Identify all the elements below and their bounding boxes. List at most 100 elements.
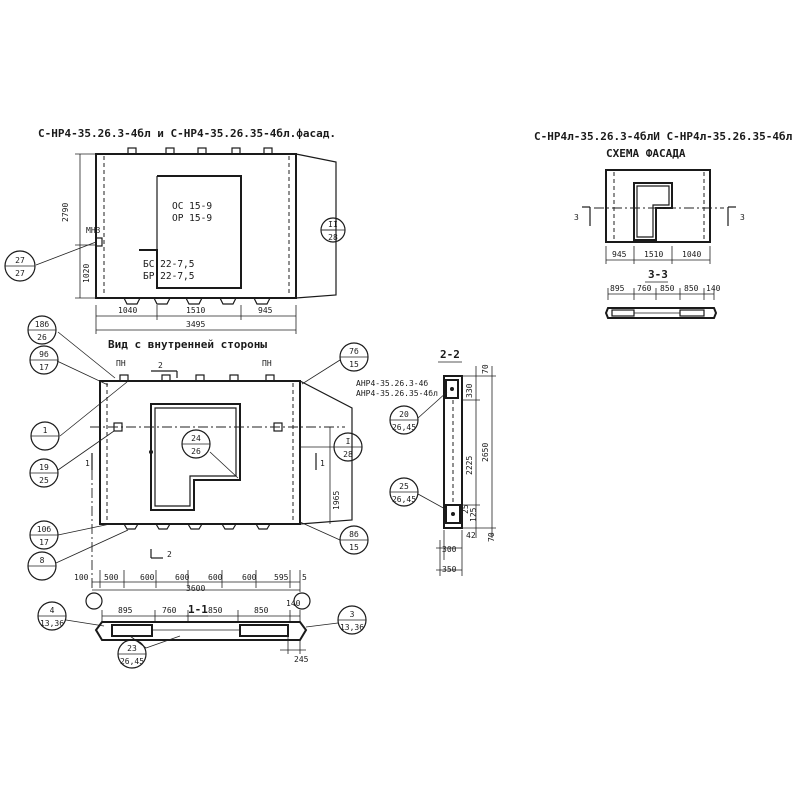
svg-text:28: 28 xyxy=(328,233,338,242)
svg-text:19: 19 xyxy=(39,463,49,472)
svg-text:2: 2 xyxy=(158,361,163,370)
callout-9-17: 9б 17 xyxy=(29,345,109,386)
section-2-2-bottom-detail xyxy=(445,504,461,524)
dim-1510: 1510 xyxy=(186,306,205,315)
pn-label-right: ПН xyxy=(262,359,272,368)
dim-3600: 3600 xyxy=(186,584,205,593)
window-label-1: ОС 15-9 xyxy=(172,201,212,212)
dim-ticks-11 xyxy=(101,610,301,622)
dim-33-850b: 850 xyxy=(684,284,699,293)
section-3-3-profile xyxy=(604,307,718,319)
section-3-3-pier-left xyxy=(611,309,635,317)
dim-500: 500 xyxy=(104,573,119,582)
svg-text:13,36: 13,36 xyxy=(40,619,64,628)
callout-II-28: II 28 xyxy=(320,217,346,243)
scheme-outline xyxy=(605,169,711,243)
svg-text:3: 3 xyxy=(574,213,579,222)
dim-600-d: 600 xyxy=(242,573,257,582)
svg-text:7б: 7б xyxy=(349,346,359,356)
anchor-label-1: АНР4-35.26.3-4б xyxy=(356,378,428,388)
dim-600-c: 600 xyxy=(208,573,223,582)
svg-text:15: 15 xyxy=(349,543,359,552)
callout-25-26-45: 25 26,45 xyxy=(389,477,448,511)
svg-text:I: I xyxy=(346,437,351,446)
svg-text:8б: 8б xyxy=(349,529,359,539)
svg-text:3: 3 xyxy=(350,610,355,619)
facade-scheme: С-НР4л-35.26.3-4блИ С-НР4л-35.26.35-4бл … xyxy=(534,130,793,264)
dim-11-140: 140 xyxy=(286,599,301,608)
dim-1040: 1040 xyxy=(118,306,137,315)
section-3-3-pier-right xyxy=(679,309,705,317)
facade-title: С-НР4-35.26.3-4бл и С-НР4-35.26.35-4бл.ф… xyxy=(38,127,336,140)
scheme-title-2: СХЕМА ФАСАДА xyxy=(606,147,686,160)
hinge-dot xyxy=(149,450,153,454)
dim-33-895: 895 xyxy=(610,284,625,293)
callout-8-15: 8б 15 xyxy=(299,521,369,555)
anchor-label-2: АНР4-35.26.35-4бл xyxy=(356,388,438,398)
svg-text:27: 27 xyxy=(15,256,25,265)
svg-text:4: 4 xyxy=(50,606,55,615)
dim-595: 595 xyxy=(274,573,289,582)
svg-text:26,45: 26,45 xyxy=(120,657,144,666)
facade-side-wing xyxy=(295,153,337,299)
inner-opening-outer xyxy=(150,403,241,511)
scheme-title-1: С-НР4л-35.26.3-4блИ С-НР4л-35.26.35-4бл xyxy=(534,130,793,143)
dim-3495: 3495 xyxy=(186,320,205,329)
dim-22-350: 350 xyxy=(442,565,457,574)
dim-945: 945 xyxy=(258,306,273,315)
section-2-2-top-detail xyxy=(445,379,459,399)
inner-bottom-notches xyxy=(123,523,271,530)
callout-23-26-45: 23 26,45 xyxy=(117,635,181,669)
dim-600-b: 600 xyxy=(175,573,190,582)
dim-11-850b: 850 xyxy=(254,606,269,615)
scheme-dim-945: 945 xyxy=(612,250,627,259)
dim-33-140: 140 xyxy=(706,284,721,293)
facade-top-lugs xyxy=(127,147,273,155)
dim-1020: 1020 xyxy=(82,264,91,283)
dim-22-300: 300 xyxy=(442,545,457,554)
dim-22-125: 125 xyxy=(469,507,478,522)
svg-text:26,45: 26,45 xyxy=(392,423,416,432)
svg-text:27: 27 xyxy=(15,269,25,278)
window-label-2: ОР 15-9 xyxy=(172,213,212,224)
callout-8: 8 xyxy=(27,529,129,581)
inner-opening-inner xyxy=(154,407,237,507)
section-3-3: 3-3 895 760 850 850 140 xyxy=(604,268,721,319)
svg-text:1: 1 xyxy=(320,459,325,468)
callout-7-15: 7б 15 xyxy=(301,342,369,385)
svg-text:1: 1 xyxy=(85,459,90,468)
scheme-dim-1510: 1510 xyxy=(644,250,663,259)
dim-22-70-top: 70 xyxy=(481,364,490,374)
section-2-2: 2-2 АНР4-35.26.3-4б АНР4-35.26.35-4бл 70… xyxy=(356,348,496,576)
svg-text:25: 25 xyxy=(399,482,409,491)
svg-text:15: 15 xyxy=(349,360,359,369)
door-label-2: БР 22-7,5 xyxy=(143,271,194,282)
svg-text:1: 1 xyxy=(43,426,48,435)
dim-5: 5 xyxy=(302,573,307,582)
pn-label-left: ПН xyxy=(116,359,126,368)
dim-22-2225: 2225 xyxy=(465,456,474,475)
dim-11-895: 895 xyxy=(118,606,133,615)
dim-ticks-33 xyxy=(607,288,715,300)
svg-text:20: 20 xyxy=(399,410,409,419)
dim-11-245: 245 xyxy=(294,655,309,664)
svg-text:26: 26 xyxy=(37,333,47,342)
facade-view: С-НР4-35.26.3-4бл и С-НР4-35.26.35-4бл.ф… xyxy=(4,127,346,334)
dim-1965: 1965 xyxy=(332,491,341,510)
callout-3-13-36: 3 13,36 xyxy=(305,605,367,635)
svg-text:2: 2 xyxy=(167,550,172,559)
dim-22-70-bottom: 70 xyxy=(487,532,496,542)
callout-10-17: 10б 17 xyxy=(29,520,111,550)
section-1-1-pier-right xyxy=(239,624,289,637)
dim-11-760: 760 xyxy=(162,606,177,615)
callout-1: 1 xyxy=(30,381,128,451)
dim-2790: 2790 xyxy=(61,203,70,222)
svg-text:9б: 9б xyxy=(39,349,49,359)
section-1-1-title: 1-1 xyxy=(188,603,208,616)
svg-text:17: 17 xyxy=(39,538,49,547)
dim-33-760: 760 xyxy=(637,284,652,293)
dim-22-2650: 2650 xyxy=(481,443,490,462)
section-2-2-title: 2-2 xyxy=(440,348,460,361)
svg-text:26,45: 26,45 xyxy=(392,495,416,504)
